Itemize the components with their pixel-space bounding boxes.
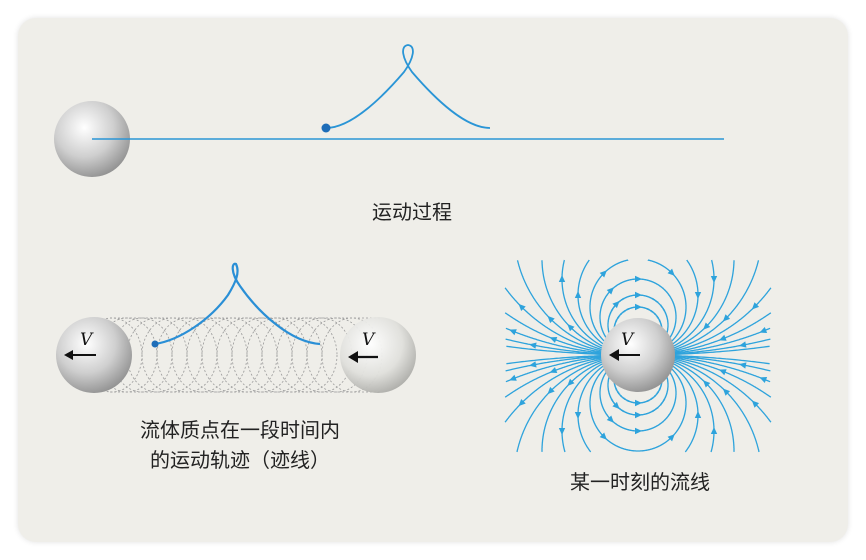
streamline — [589, 354, 687, 452]
streamline-arrow — [599, 432, 607, 440]
streamline-arrow — [694, 292, 702, 299]
streamline-arrow — [547, 386, 555, 395]
streamline-arrow — [710, 276, 718, 283]
streamline-arrow — [635, 303, 642, 311]
streamline-arrow — [739, 341, 747, 348]
streamline-arrow — [703, 380, 711, 388]
streamline-arrow — [751, 400, 760, 408]
streamline-arrow — [558, 428, 566, 435]
streamline-arrow — [529, 342, 537, 349]
velocity-label-right: V — [362, 330, 375, 350]
streamline-arrow — [718, 334, 727, 341]
top-motion-process — [54, 44, 724, 177]
streamline-arrow — [722, 314, 731, 322]
streamline-arrow — [635, 411, 642, 419]
streamline-arrow — [606, 287, 614, 295]
streamline-arrow — [667, 268, 675, 276]
particle-dot — [321, 123, 331, 133]
caption-pathline-line1: 流体质点在一段时间内 — [140, 418, 340, 442]
streamline-arrow — [759, 377, 768, 383]
pathline-panel — [56, 262, 416, 393]
streamline-arrow — [509, 329, 517, 336]
velocity-arrow-streamline — [609, 349, 640, 361]
particle-trajectory — [325, 44, 491, 129]
streamline-arrow — [567, 378, 575, 386]
streamline-arrow — [518, 398, 526, 407]
streamline-arrow — [606, 415, 614, 423]
streamline-arrow — [558, 275, 566, 282]
velocity-arrow-right — [348, 351, 378, 363]
streamline-arrow — [574, 412, 582, 419]
streamline-arrow — [759, 327, 768, 333]
streamline-arrow — [612, 401, 620, 410]
velocity-arrow-left — [64, 350, 96, 360]
pathline-trajectory — [154, 262, 321, 346]
streamline-arrow — [549, 367, 558, 374]
streamline-arrow — [751, 302, 760, 310]
streamline-arrow — [718, 369, 727, 376]
streamline-arrow — [612, 300, 620, 309]
pathline-dot — [151, 340, 159, 348]
velocity-label-left: V — [80, 330, 93, 350]
streamline-panel — [504, 259, 772, 453]
streamline-arrow — [635, 291, 642, 299]
streamline-arrow — [599, 270, 607, 278]
streamline-arrow — [635, 427, 642, 435]
streamline-arrow — [518, 303, 526, 312]
streamline-arrow — [667, 434, 675, 442]
streamline-arrow — [567, 324, 575, 332]
caption-motion-process: 运动过程 — [372, 200, 452, 224]
streamline-arrow — [710, 427, 718, 434]
caption-pathline-line2: 的运动轨迹（迹线） — [150, 448, 330, 472]
velocity-label-streamline: V — [621, 330, 634, 350]
streamline-arrow — [739, 362, 747, 369]
caption-streamline: 某一时刻的流线 — [570, 470, 710, 494]
streamline-arrow — [509, 374, 517, 381]
streamline-arrow — [549, 336, 558, 343]
streamline-arrow — [529, 361, 537, 368]
streamline-arrow — [635, 275, 642, 283]
streamline-arrow — [547, 315, 555, 324]
streamline-arrow — [722, 388, 731, 396]
diagram-card — [18, 18, 848, 542]
streamline-arrow — [574, 291, 582, 298]
streamline-arrow — [635, 399, 642, 407]
streamline-arrow — [694, 411, 702, 418]
sphere-right — [340, 317, 416, 393]
streamline-arrow — [703, 322, 711, 330]
